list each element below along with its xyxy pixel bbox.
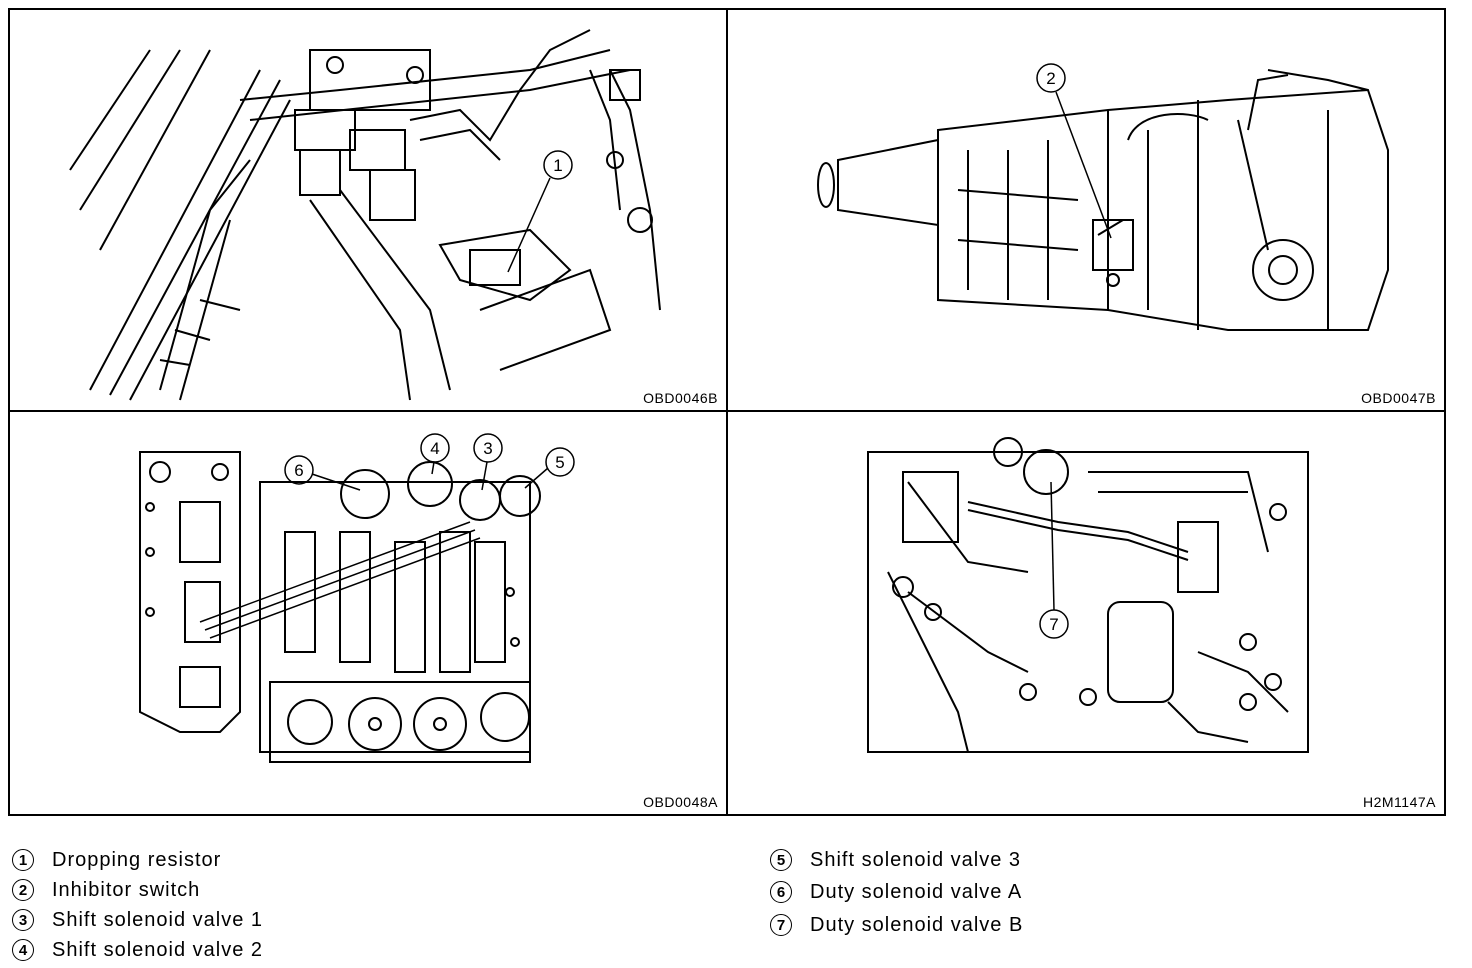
legend-item-4: 4 Shift solenoid valve 2 [12, 936, 263, 964]
legend-item-2: 2 Inhibitor switch [12, 876, 200, 904]
callout-number: 4 [12, 939, 34, 961]
legend-item-5: 5 Shift solenoid valve 3 [770, 846, 1021, 874]
callout-7-label: 7 [1049, 615, 1058, 634]
callout-3-label: 3 [483, 439, 492, 458]
legend-label: Dropping resistor [52, 848, 222, 871]
callout-6-label: 6 [294, 461, 303, 480]
figure-code: H2M1147A [1362, 794, 1436, 810]
callout-4-label: 4 [430, 439, 439, 458]
panel-shift-solenoids: 6 4 3 5 OBD0048A [10, 412, 726, 814]
legend-item-7: 7 Duty solenoid valve B [770, 911, 1023, 939]
legend-item-6: 6 Duty solenoid valve A [770, 878, 1022, 906]
legend-label: Duty solenoid valve B [810, 913, 1024, 936]
callout-number: 7 [770, 914, 792, 936]
legend-label: Shift solenoid valve 3 [810, 848, 1022, 871]
callout-1-label: 1 [553, 156, 562, 175]
callout-number: 6 [770, 881, 792, 903]
callout-2-label: 2 [1046, 69, 1055, 88]
valve-body-illustration: 6 4 3 5 [139, 433, 575, 763]
legend-item-1: 1 Dropping resistor [12, 846, 221, 874]
legend-label: Duty solenoid valve A [810, 880, 1023, 903]
transmission-illustration: 2 [817, 63, 1389, 331]
engine-bay-illustration: 1 [69, 29, 661, 401]
horizontal-divider [10, 410, 1444, 412]
figure-grid: 1 OBD0046B 2 OBD0047B [8, 8, 1446, 816]
callout-5-label: 5 [555, 453, 564, 472]
callout-number: 3 [12, 909, 34, 931]
legend-label: Shift solenoid valve 2 [52, 938, 264, 961]
valve-body-detail-illustration: 7 [867, 437, 1309, 753]
vertical-divider [726, 10, 728, 814]
legend-label: Inhibitor switch [52, 878, 201, 901]
callout-number: 5 [770, 849, 792, 871]
figure-code: OBD0046B [643, 390, 718, 406]
figure-code: OBD0048A [643, 794, 718, 810]
figure-code: OBD0047B [1361, 390, 1436, 406]
panel-inhibitor-switch: 2 OBD0047B [728, 10, 1444, 410]
panel-duty-solenoid-b: 7 H2M1147A [728, 412, 1444, 814]
callout-number: 2 [12, 879, 34, 901]
legend-item-3: 3 Shift solenoid valve 1 [12, 906, 263, 934]
legend-label: Shift solenoid valve 1 [52, 908, 264, 931]
parts-legend: 1 Dropping resistor 2 Inhibitor switch 3… [0, 838, 1472, 968]
callout-number: 1 [12, 849, 34, 871]
panel-dropping-resistor: 1 OBD0046B [10, 10, 726, 410]
